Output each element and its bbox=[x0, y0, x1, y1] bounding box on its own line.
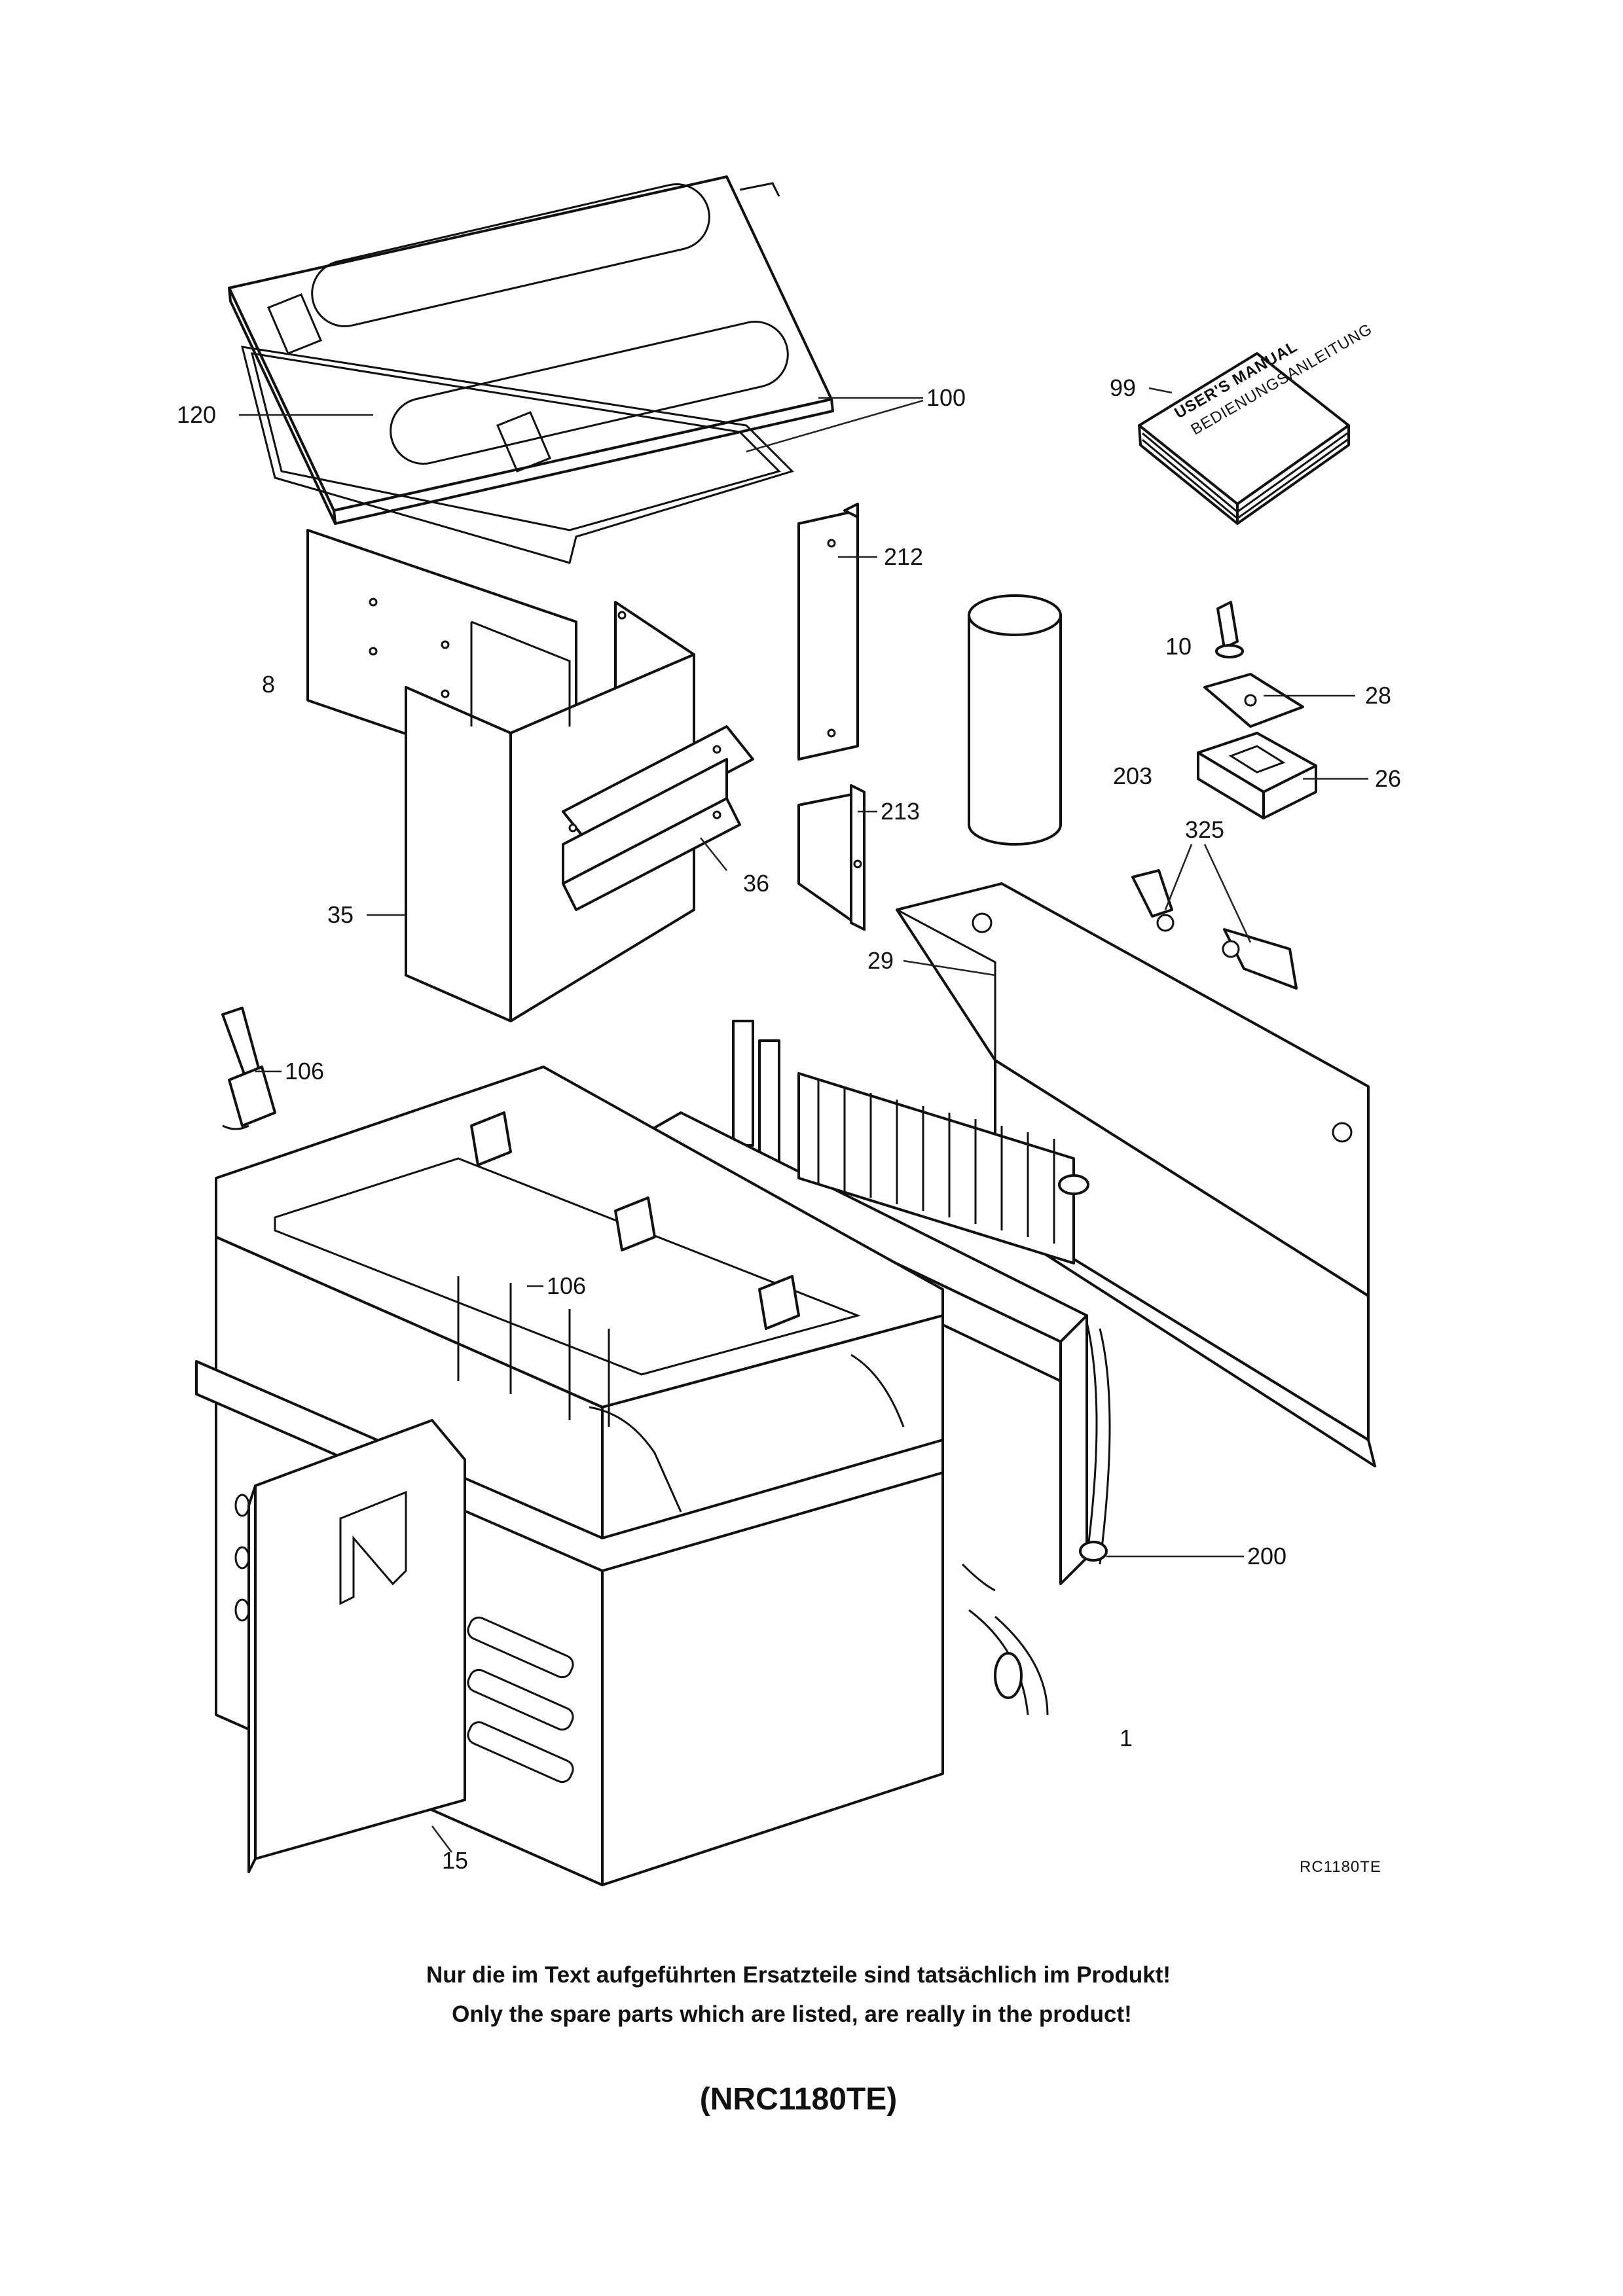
note-english: Only the spare parts which are listed, a… bbox=[452, 2001, 1132, 2027]
callout-99: 99 bbox=[1110, 374, 1136, 401]
model-title: (NRC1180TE) bbox=[699, 2082, 898, 2117]
part-212-strip bbox=[797, 503, 859, 761]
part-36-bracket bbox=[562, 725, 754, 911]
part-203-cylinder bbox=[968, 594, 1062, 846]
part-120-lid-gasket bbox=[240, 346, 794, 564]
part-100-lid bbox=[228, 175, 834, 525]
callout-35: 35 bbox=[327, 901, 354, 928]
part-15-side-panel bbox=[247, 1419, 466, 1873]
part-29-rear-cover bbox=[896, 882, 1376, 1467]
callout-213: 213 bbox=[881, 798, 920, 825]
callout-8: 8 bbox=[262, 671, 275, 698]
note-german: Nur die im Text aufgeführten Ersatzteile… bbox=[426, 1962, 1171, 1988]
leader-lines bbox=[239, 387, 1368, 1853]
callout-200: 200 bbox=[1247, 1543, 1286, 1570]
callout-15: 15 bbox=[442, 1847, 468, 1874]
part-106-latch-outside bbox=[221, 1007, 276, 1130]
callout-numbers: 120 100 99 212 8 10 28 203 26 213 325 36… bbox=[177, 374, 1401, 1876]
callout-29: 29 bbox=[867, 947, 894, 974]
part-99-users-manual: USER'S MANUAL BEDIENUNGSANLEITUNG bbox=[1138, 320, 1376, 525]
part-325-brackets bbox=[1131, 869, 1298, 990]
part-26-housing bbox=[1197, 732, 1317, 819]
callout-325: 325 bbox=[1185, 816, 1224, 843]
callout-1: 1 bbox=[1120, 1725, 1133, 1751]
callout-203: 203 bbox=[1113, 762, 1152, 789]
callout-26: 26 bbox=[1375, 765, 1401, 792]
part-28-gasket bbox=[1203, 673, 1304, 728]
part-10-knob bbox=[1215, 601, 1244, 658]
drawing-reference: RC1180TE bbox=[1300, 1858, 1381, 1876]
callout-212: 212 bbox=[884, 543, 923, 570]
callout-100: 100 bbox=[926, 384, 966, 411]
callout-106-inner: 106 bbox=[547, 1272, 586, 1299]
callout-120: 120 bbox=[177, 401, 216, 428]
callout-10: 10 bbox=[1165, 633, 1192, 660]
part-213-small-bracket bbox=[797, 784, 866, 931]
callout-106-outer: 106 bbox=[285, 1058, 324, 1085]
callout-36: 36 bbox=[743, 870, 769, 897]
callout-28: 28 bbox=[1365, 682, 1391, 709]
